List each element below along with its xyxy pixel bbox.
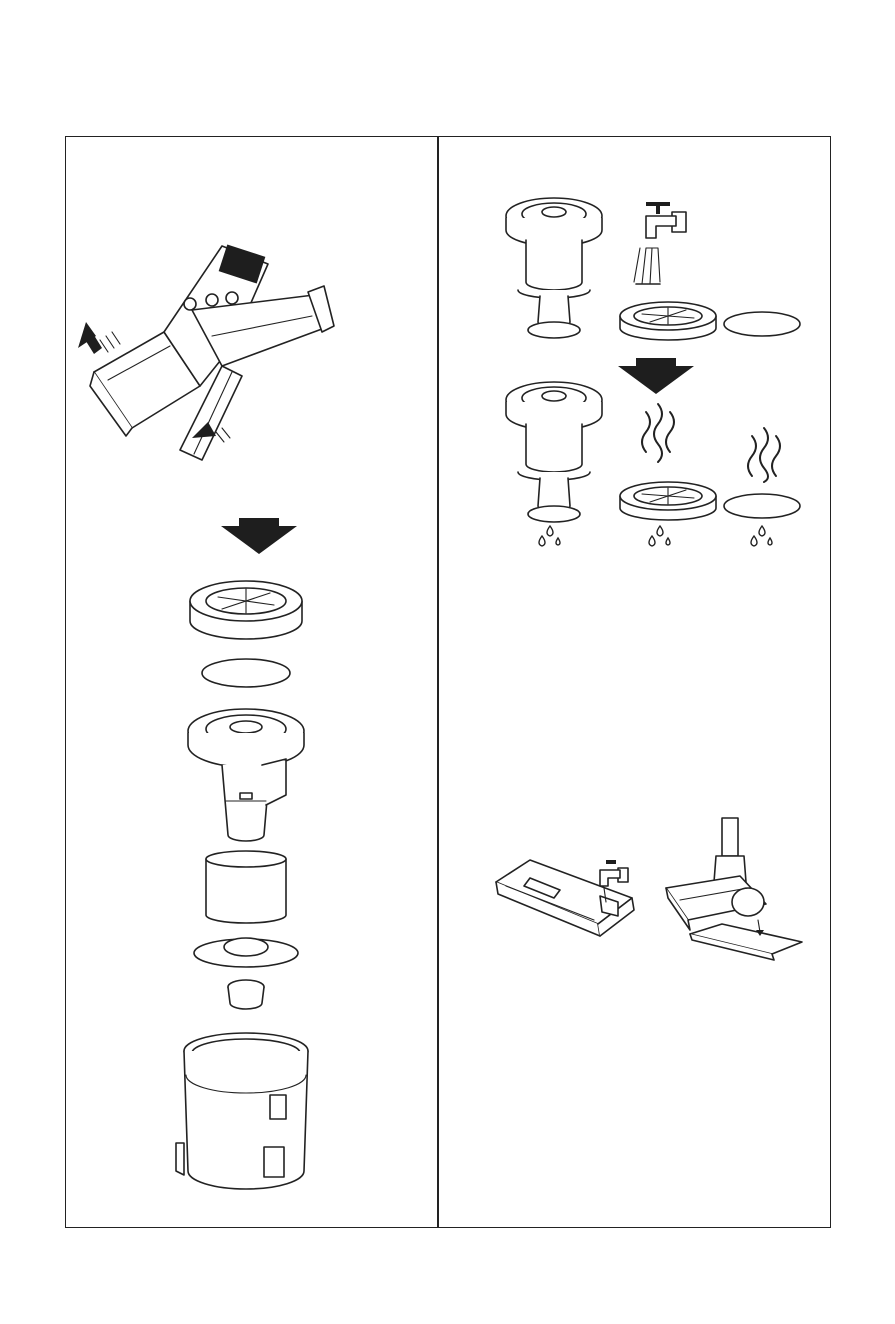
water-drop-icon [539, 526, 560, 546]
exploded-filter-stack [170, 575, 330, 1200]
mesh-filter [620, 302, 716, 340]
dry-filters-illustration [500, 376, 810, 554]
mop-attachment [690, 924, 802, 960]
vacuum-release-illustration [72, 236, 342, 476]
sponge-disc [724, 494, 800, 518]
cyclone-filter [506, 382, 602, 522]
small-cap [228, 980, 264, 1009]
cyclone-filter [506, 198, 602, 338]
mop-pad-cleaning-illustration [490, 812, 810, 962]
seal-ring [194, 938, 298, 967]
cyclone-assembly [188, 709, 304, 841]
dust-bin [176, 1033, 308, 1189]
panel-divider [437, 136, 439, 1228]
water-drop-icon [649, 526, 670, 546]
water-tap-icon [634, 202, 686, 284]
mesh-filter [620, 482, 716, 520]
wavy-air-dry-icon [748, 428, 780, 482]
arrow-down-icon [221, 518, 297, 554]
wavy-air-dry-icon [642, 404, 674, 462]
mesh-filter [190, 581, 302, 639]
water-drop-icon [751, 526, 772, 546]
filter-cylinder [206, 851, 286, 923]
sponge-disc [724, 312, 800, 336]
motion-arrow-icon [78, 322, 120, 354]
floor-brush-head [666, 818, 766, 930]
wash-filters-illustration [500, 196, 810, 346]
